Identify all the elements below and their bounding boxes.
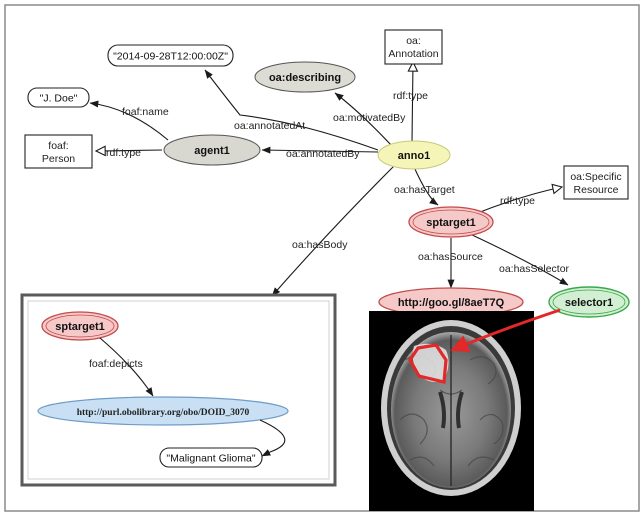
label-has-source: oa:hasSource <box>418 251 483 263</box>
node-anno1: anno1 <box>377 140 451 170</box>
label-annotated-by: oa:annotatedBy <box>286 148 360 160</box>
edge-foaf-depicts <box>99 337 154 397</box>
agent1-text: agent1 <box>194 145 229 157</box>
node-oa-describing: oa:describing <box>254 61 356 93</box>
foaf-person-line1: foaf: <box>48 140 68 152</box>
selector1-text: selector1 <box>565 297 613 309</box>
node-selector1: selector1 <box>548 286 630 318</box>
figure-frame <box>4 4 640 512</box>
node-sptarget1: sptarget1 <box>408 206 494 238</box>
edge-foaf-name <box>89 100 169 141</box>
edge-anno-rdf-type <box>412 62 413 143</box>
node-oa-annotation: oa: Annotation <box>384 29 443 65</box>
node-foaf-person: foaf: Person <box>24 134 93 169</box>
node-doid-url: http://purl.obolibrary.org/obo/DOID_3070 <box>37 396 289 426</box>
oa-specific-resource-line1: oa:Specific <box>570 171 621 183</box>
edges <box>89 62 569 297</box>
date-literal-text: "2014-09-28T12:00:00Z" <box>113 51 228 63</box>
body-box: sptarget1 foaf:depicts http://purl.oboli… <box>20 293 337 487</box>
edge-labels: foaf:name oa:annotatedAt oa:motivatedBy … <box>106 90 570 275</box>
label-agent-rdf-type: rdf:type <box>106 147 141 159</box>
label-motivated-by: oa:motivatedBy <box>333 112 406 124</box>
node-date-literal: "2014-09-28T12:00:00Z" <box>107 44 234 67</box>
oa-describing-text: oa:describing <box>269 72 341 84</box>
oa-annotation-line1: oa: <box>406 35 421 47</box>
label-has-body: oa:hasBody <box>292 239 348 251</box>
sptarget1-text: sptarget1 <box>426 217 476 229</box>
label-annotated-at: oa:annotatedAt <box>234 120 305 132</box>
anno1-text: anno1 <box>398 150 430 162</box>
node-source-url: http://goo.gl/8aeT7Q <box>378 287 524 317</box>
foaf-person-line2: Person <box>42 153 75 165</box>
edge-agent-rdf-type <box>96 150 163 151</box>
doe-literal-text: "J. Doe" <box>40 93 78 105</box>
edge-has-target <box>413 166 439 206</box>
edge-doid-to-glioma <box>259 419 286 457</box>
selector-pointer-arrow <box>450 308 561 353</box>
source-url-text: http://goo.gl/8aeT7Q <box>398 297 505 309</box>
edge-has-selector <box>469 233 569 286</box>
oa-specific-resource-line2: Resource <box>574 184 619 196</box>
label-foaf-depicts: foaf:depicts <box>89 358 143 370</box>
mri-brain-image <box>369 311 534 511</box>
selector-region-outline <box>408 343 448 384</box>
edge-annotated-by <box>261 146 379 154</box>
node-oa-specific-resource: oa:Specific Resource <box>563 165 629 200</box>
node-doe-literal: "J. Doe" <box>27 87 90 108</box>
glioma-literal-text: "Malignant Glioma" <box>166 453 255 465</box>
edge-motivated-by <box>334 92 393 147</box>
node-body-sptarget1: sptarget1 <box>41 311 119 341</box>
edge-annotated-at <box>204 69 379 151</box>
node-glioma-literal: "Malignant Glioma" <box>159 447 263 468</box>
label-anno-rdf-type: rdf:type <box>393 90 428 102</box>
oa-annotation-line2: Annotation <box>388 48 438 60</box>
doid-url-text: http://purl.obolibrary.org/obo/DOID_3070 <box>77 408 250 418</box>
label-has-selector: oa:hasSelector <box>499 263 570 275</box>
edge-has-body <box>271 164 396 297</box>
label-foaf-name: foaf:name <box>122 106 169 118</box>
label-sptarget-rdf-type: rdf:type <box>500 195 535 207</box>
node-agent1: agent1 <box>163 134 261 166</box>
label-has-target: oa:hasTarget <box>394 184 455 196</box>
body-sptarget1-text: sptarget1 <box>55 321 105 333</box>
edge-sptarget-rdf-type <box>474 187 562 215</box>
